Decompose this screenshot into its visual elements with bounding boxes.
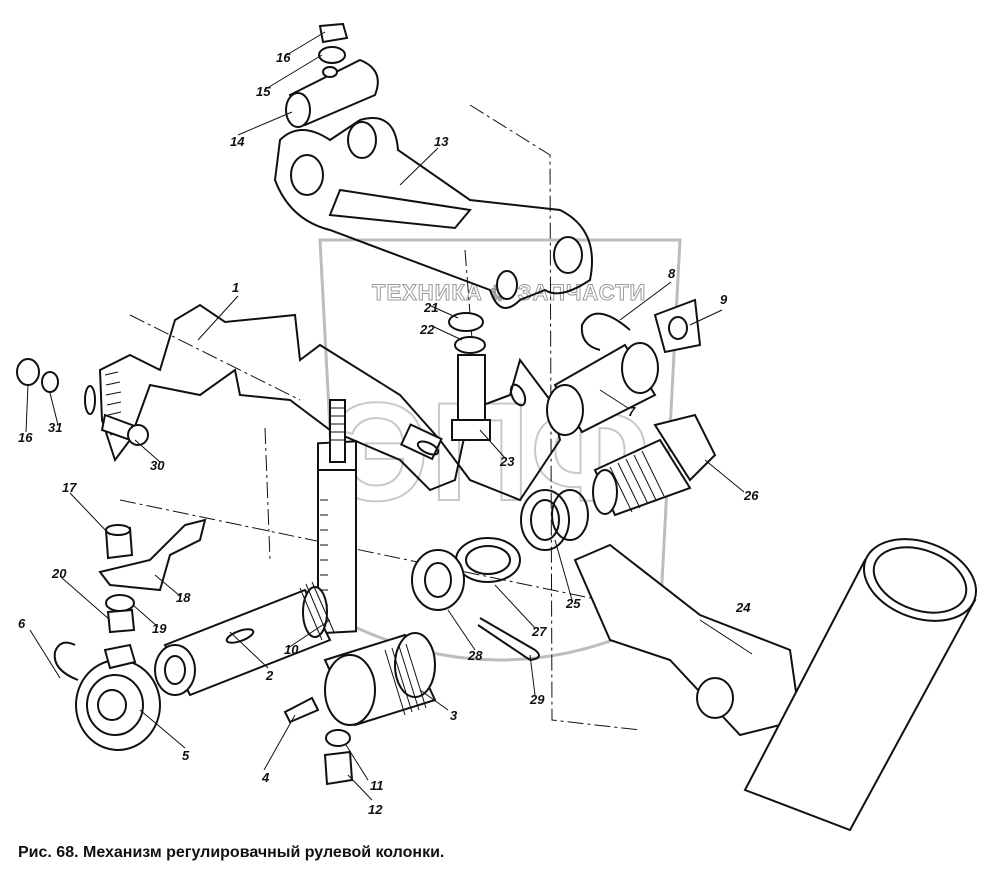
- callout-29: 29: [529, 692, 545, 707]
- gear-sleeve-3: [323, 632, 437, 727]
- washer-27: [455, 537, 521, 583]
- hatched-edge: [104, 371, 122, 436]
- bolt-26: [592, 413, 717, 517]
- gear-sleeve-hatch: [384, 643, 427, 716]
- callout-24: 24: [735, 600, 751, 615]
- sleeve-14: [285, 58, 379, 128]
- callout-8: 8: [668, 266, 676, 281]
- callout-6: 6: [18, 616, 26, 631]
- nut-16-top: [318, 22, 349, 44]
- callout-12: 12: [368, 802, 383, 817]
- callout-22: 22: [419, 322, 435, 337]
- callout-31: 31: [48, 420, 62, 435]
- callout-18: 18: [176, 590, 191, 605]
- washer-22: [454, 336, 486, 354]
- callout-3: 3: [450, 708, 458, 723]
- castle-nut-28: [411, 549, 465, 611]
- washer-31: [41, 371, 59, 393]
- bolt-12: [323, 750, 354, 786]
- circlip-6: [53, 641, 79, 681]
- callout-30: 30: [150, 458, 165, 473]
- spiral-spring-5: [75, 643, 161, 751]
- callout-10: 10: [284, 642, 299, 657]
- callout-11: 11: [370, 778, 384, 793]
- shaft-spline: [299, 581, 335, 641]
- main-plate-1: [84, 303, 562, 502]
- bracket-18: [98, 518, 207, 592]
- bolt-30: [100, 413, 149, 446]
- leader-lines: [25, 31, 753, 801]
- shaft-2: [154, 586, 332, 697]
- callout-5: 5: [182, 748, 190, 763]
- washers-25: [520, 489, 589, 551]
- callout-23: 23: [499, 454, 515, 469]
- nut-20: [106, 608, 136, 634]
- callout-9: 9: [720, 292, 728, 307]
- callout-28: 28: [467, 648, 483, 663]
- splined-sleeve-7: [546, 342, 659, 436]
- callout-4: 4: [261, 770, 270, 785]
- washer-11: [325, 729, 351, 747]
- callout-14: 14: [230, 134, 245, 149]
- key-4: [283, 696, 320, 724]
- screw-17: [104, 524, 134, 560]
- washer-19: [105, 594, 135, 612]
- callout-7: 7: [628, 404, 636, 419]
- washer-21: [448, 312, 484, 332]
- figure-caption: Рис. 68. Механизм регулировачный рулевой…: [18, 844, 445, 861]
- snap-ring-8: [580, 312, 631, 351]
- callout-17: 17: [62, 480, 77, 495]
- callouts: 1 2 3 4 5 6 7 8 9 10 11 12 13 14 15 16 1…: [18, 50, 759, 817]
- callout-27: 27: [531, 624, 547, 639]
- callout-21: 21: [423, 300, 438, 315]
- callout-25: 25: [565, 596, 581, 611]
- callout-2: 2: [265, 668, 274, 683]
- bolt-26-thread: [609, 450, 665, 513]
- upper-bracket-13: [273, 117, 593, 309]
- cotter-pin-29: [477, 617, 540, 662]
- bolt-23: [451, 354, 491, 441]
- tube-24: [743, 538, 978, 832]
- callout-16-left: 16: [18, 430, 33, 445]
- callout-26: 26: [743, 488, 759, 503]
- callout-20: 20: [51, 566, 67, 581]
- callout-16-top: 16: [276, 50, 291, 65]
- callout-19: 19: [152, 621, 167, 636]
- washer-15: [318, 46, 346, 64]
- nut-16-left: [16, 358, 40, 386]
- callout-15: 15: [256, 84, 271, 99]
- callout-1: 1: [232, 280, 239, 295]
- callout-13: 13: [434, 134, 449, 149]
- plate-9: [653, 298, 702, 354]
